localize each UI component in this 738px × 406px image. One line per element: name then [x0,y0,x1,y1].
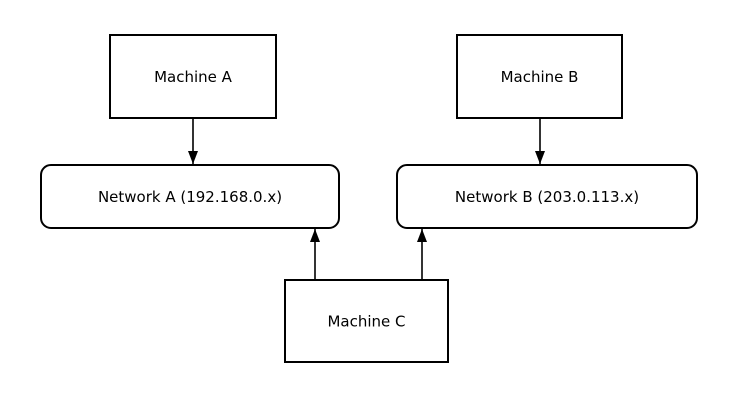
node-machine-b: Machine B [456,34,623,119]
node-network-b-label: Network B (203.0.113.x) [455,188,639,206]
node-machine-a-box [109,34,277,119]
edges [188,118,545,280]
node-machine-b-label: Machine B [501,68,579,86]
node-network-b-box [396,164,698,229]
node-network-a-box [40,164,340,229]
node-machine-b-box [456,34,623,119]
node-machine-c: Machine C [284,279,449,363]
node-network-b: Network B (203.0.113.x) [396,164,698,229]
nodes: Machine A Machine B Network A (192.168.0… [40,34,698,363]
node-machine-c-label: Machine C [327,312,405,330]
node-machine-a-label: Machine A [154,68,233,86]
node-machine-a: Machine A [109,34,277,119]
node-machine-c-box [284,279,449,363]
node-network-a-label: Network A (192.168.0.x) [98,188,282,206]
node-network-a: Network A (192.168.0.x) [40,164,340,229]
